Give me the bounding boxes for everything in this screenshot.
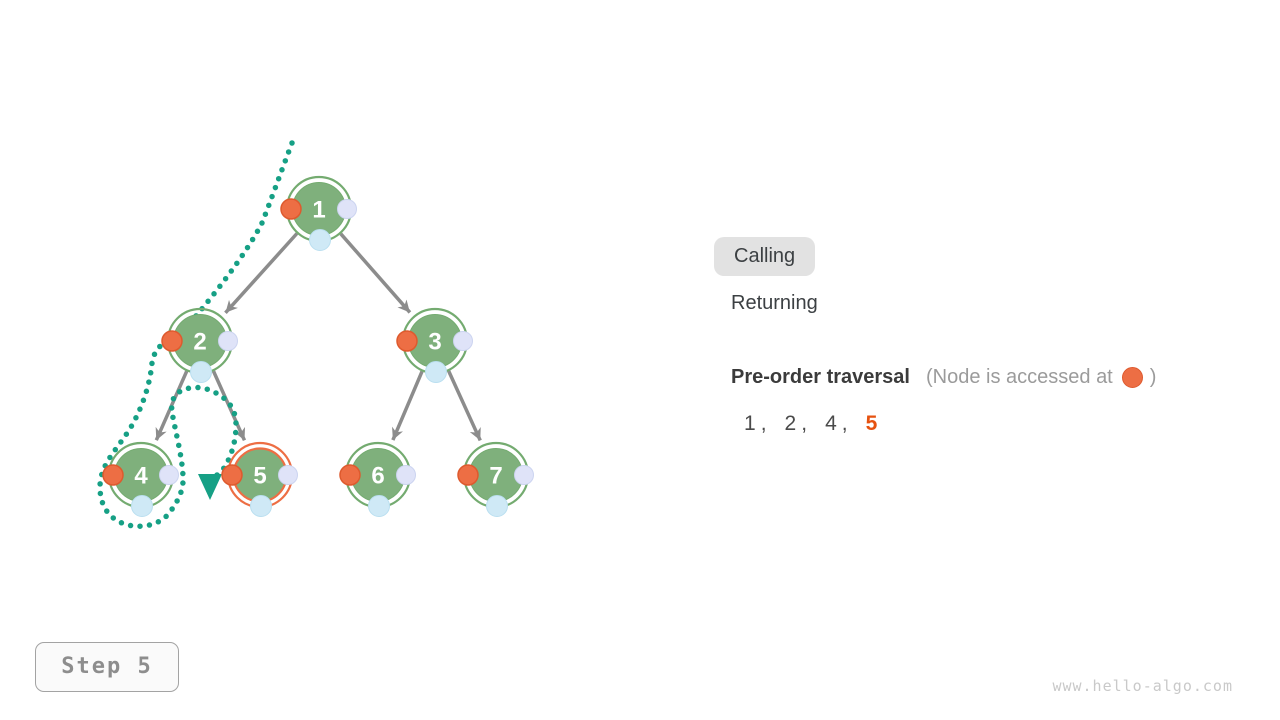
in-order-access-dot [278, 465, 298, 485]
pre-order-access-dot [221, 464, 243, 486]
post-order-access-dot [368, 495, 390, 517]
in-order-access-dot [396, 465, 416, 485]
pre-order-access-dot [102, 464, 124, 486]
edge-3-6 [391, 370, 424, 441]
traversal-note-suffix: ) [1149, 366, 1157, 388]
pre-order-access-dot [457, 464, 479, 486]
edge-1-3 [339, 232, 412, 314]
in-order-access-dot [337, 199, 357, 219]
post-order-access-dot [250, 495, 272, 517]
sequence-comma: , [841, 412, 848, 435]
tree-node-2: 2 [161, 307, 238, 383]
access-marker-icon [1121, 367, 1143, 388]
node-label: 5 [253, 463, 266, 490]
legend-returning-label: Returning [731, 292, 818, 314]
traversal-note: (Node is accessed at ) [926, 366, 1156, 389]
sequence-item: 1 [744, 412, 756, 435]
sequence-comma: , [801, 412, 808, 435]
legend-calling-label: Calling [734, 245, 796, 267]
node-label: 3 [428, 329, 441, 356]
cursor-triangle-icon [198, 474, 222, 500]
node-label: 4 [134, 463, 148, 490]
sequence-item: 5 [865, 412, 878, 435]
in-order-access-dot [514, 465, 534, 485]
edge-1-2 [224, 232, 299, 314]
sequence-item: 2 [784, 412, 797, 435]
in-order-access-dot [453, 331, 473, 351]
post-order-access-dot [486, 495, 508, 517]
tree-node-1: 1 [280, 175, 357, 251]
tree-node-6: 6 [339, 441, 416, 517]
legend: Calling Returning [714, 237, 818, 315]
tree-node-7: 7 [457, 441, 534, 517]
node-label: 2 [193, 329, 206, 356]
tree-node-3: 3 [396, 307, 473, 383]
tree-node-5: 5 [221, 441, 298, 517]
node-label: 6 [371, 463, 384, 490]
post-order-access-dot [131, 495, 153, 517]
in-order-access-dot [218, 331, 238, 351]
sequence-item: 4 [825, 412, 837, 435]
node-label: 1 [312, 197, 325, 224]
pre-order-access-dot [161, 330, 183, 352]
in-order-access-dot [159, 465, 179, 485]
post-order-access-dot [425, 361, 447, 383]
post-order-access-dot [190, 361, 212, 383]
edge-3-7 [447, 370, 482, 442]
legend-calling-chip: Calling [714, 237, 816, 276]
traversal-sequence: 1,2,4,5 [744, 412, 877, 436]
pre-order-access-dot [280, 198, 302, 220]
pre-order-access-dot [396, 330, 418, 352]
traversal-title: Pre-order traversal [731, 366, 910, 388]
traversal-heading: Pre-order traversal (Node is accessed at… [731, 366, 1156, 389]
node-label: 7 [489, 463, 502, 490]
watermark: www.hello-algo.com [1052, 677, 1233, 695]
step-indicator: Step 5 [35, 642, 179, 692]
tree-node-4: 4 [102, 441, 179, 517]
sequence-comma: , [760, 412, 767, 435]
post-order-access-dot [309, 229, 331, 251]
pre-order-access-dot [339, 464, 361, 486]
traversal-note-prefix: (Node is accessed at [925, 366, 1113, 388]
traversal-path [97, 140, 295, 529]
